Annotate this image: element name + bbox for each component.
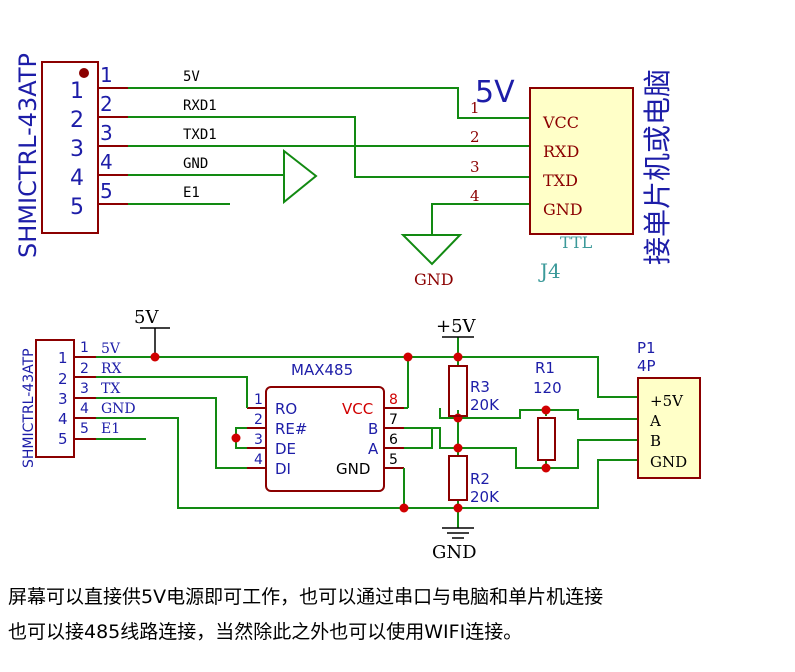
bottom-connector-ref: SHMICTRL-43ATP — [21, 348, 37, 468]
bottom-pin-number-2: 2 — [80, 361, 89, 377]
ttl-signal-rxd: RXD — [543, 142, 579, 161]
top-pin-number-2: 2 — [100, 92, 113, 116]
top-net-e1: E1 — [183, 185, 200, 201]
ttl-pin-1: 1 — [470, 99, 480, 117]
r2-ref: R2 — [470, 470, 490, 488]
top-gnd-symbol — [400, 234, 463, 266]
top-pin-number-5: 5 — [100, 179, 113, 203]
p1-label-a: A — [649, 412, 661, 430]
bottom-net-tx: TX — [101, 381, 120, 397]
bottom-conn-pin-3: 3 — [58, 390, 68, 408]
top-connector-pin-5: 5 — [70, 195, 84, 220]
ttl-signal-vcc: VCC — [542, 113, 579, 132]
bottom-conn-pin-5: 5 — [58, 430, 68, 448]
ic-pin-7: 7 — [389, 412, 398, 428]
bottom-gnd-label: GND — [432, 542, 477, 563]
ic-label-gnd: GND — [336, 460, 370, 478]
r3-value: 20K — [470, 396, 500, 414]
p1-label-5v: +5V — [650, 392, 684, 410]
bottom-power-5v: 5V — [134, 307, 159, 328]
p1-type: 4P — [637, 357, 656, 375]
bottom-pin-number-3: 3 — [80, 381, 89, 397]
top-net-rxd1: RXD1 — [183, 98, 217, 114]
schematic-diagram: SHMICTRL-43ATP 1 2 3 4 5 1 2 3 4 5 5V RX… — [14, 53, 701, 563]
p1-label-b: B — [650, 432, 661, 450]
top-connector-pin-3: 3 — [70, 137, 84, 162]
ic-label-b: B — [368, 420, 378, 438]
top-gnd-arrow-symbol — [283, 148, 318, 205]
max485-ic-body — [265, 386, 385, 492]
r3-ref: R3 — [470, 378, 490, 396]
bottom-conn-pin-4: 4 — [58, 410, 68, 428]
bottom-pin-number-1: 1 — [80, 340, 89, 356]
caption-line-1: 屏幕可以直接供5V电源即可工作，也可以通过串口与电脑和单片机连接 — [8, 586, 604, 608]
bottom-net-rx: RX — [101, 361, 122, 377]
bottom-pin-number-5: 5 — [80, 421, 89, 437]
top-pin-number-4: 4 — [100, 150, 113, 174]
top-gnd-label: GND — [414, 270, 454, 289]
top-net-txd1: TXD1 — [183, 127, 217, 143]
top-connector-pin-4: 4 — [70, 166, 84, 191]
ic-label-a: A — [368, 440, 379, 458]
top-pin-number-1: 1 — [100, 63, 113, 87]
top-connector-pin-1: 1 — [70, 79, 84, 104]
r1-value: 120 — [533, 379, 562, 397]
ic-label-di: DI — [275, 460, 291, 478]
ttl-pin-2: 2 — [470, 128, 480, 146]
ic-pin-4: 4 — [254, 452, 263, 468]
ttl-pin-3: 3 — [470, 158, 480, 176]
ttl-signal-gnd: GND — [543, 200, 583, 219]
side-text-mcu-or-pc: 接单片机或电脑 — [641, 69, 674, 265]
ic-pin-8: 8 — [389, 392, 398, 408]
bottom-conn-pin-1: 1 — [58, 349, 68, 367]
bottom-power-plus5v: +5V — [436, 316, 477, 337]
ic-pin-2: 2 — [254, 412, 263, 428]
resistor-r2 — [448, 455, 468, 501]
p1-label-gnd: GND — [650, 453, 687, 471]
top-schematic: SHMICTRL-43ATP 1 2 3 4 5 1 2 3 4 5 5V RX… — [14, 53, 674, 289]
ttl-signal-txd: TXD — [543, 171, 578, 190]
p1-connector-box — [637, 377, 701, 479]
ic-name: MAX485 — [291, 361, 353, 379]
ic-pin-3: 3 — [254, 432, 263, 448]
ic-label-re: RE# — [275, 420, 307, 438]
top-connector-pin1-dot — [79, 68, 89, 78]
bottom-conn-pin-2: 2 — [58, 370, 68, 388]
top-net-5v: 5V — [183, 69, 200, 85]
ic-pin-6: 6 — [389, 432, 398, 448]
ttl-ref: J4 — [538, 259, 561, 283]
caption-line-2: 也可以接485线路连接，当然除此之外也可以使用WIFI连接。 — [8, 621, 523, 643]
ic-label-de: DE — [275, 440, 296, 458]
top-pin-number-3: 3 — [100, 121, 113, 145]
ic-pin-1: 1 — [254, 392, 263, 408]
top-net-gnd: GND — [183, 156, 208, 172]
resistor-r1 — [537, 417, 556, 461]
bottom-connector-body — [35, 339, 75, 458]
top-power-5v: 5V — [475, 75, 515, 110]
ic-pin-5: 5 — [389, 452, 398, 468]
top-connector-pin-2: 2 — [70, 108, 84, 133]
ttl-name: TTL — [560, 233, 593, 252]
ttl-module-box — [529, 87, 634, 235]
r2-value: 20K — [470, 488, 500, 506]
r1-ref: R1 — [535, 359, 555, 377]
ttl-pin-4: 4 — [470, 187, 480, 205]
top-connector-ref: SHMICTRL-43ATP — [14, 53, 42, 258]
bottom-schematic: SHMICTRL-43ATP 1 2 3 4 5 1 2 3 4 5 5V RX… — [21, 307, 701, 563]
bottom-net-e1: E1 — [101, 421, 120, 437]
top-connector-body — [41, 61, 99, 234]
ic-label-ro: RO — [275, 400, 297, 418]
ic-label-vcc: VCC — [342, 400, 373, 418]
resistor-r3 — [448, 365, 468, 417]
bottom-net-5v: 5V — [101, 341, 121, 357]
bottom-net-gnd: GND — [101, 401, 136, 417]
bottom-pin-number-4: 4 — [80, 401, 89, 417]
p1-ref: P1 — [637, 339, 656, 357]
